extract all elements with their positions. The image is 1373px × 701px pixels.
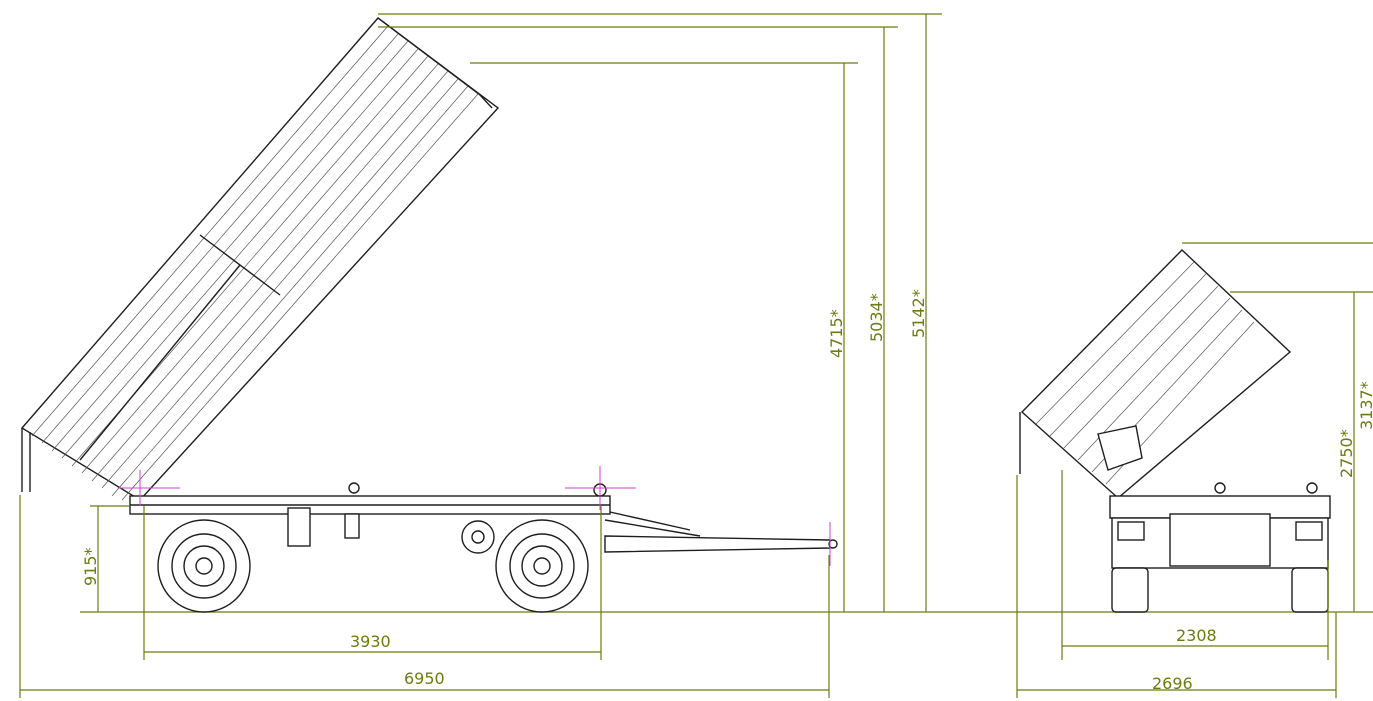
dim-rear-height-2: 3137* xyxy=(1357,381,1373,430)
rear-body-box xyxy=(1020,249,1292,499)
body-rib xyxy=(79,264,241,461)
front-wheel xyxy=(495,519,589,613)
right-tyre xyxy=(1291,567,1329,613)
rear-wheel xyxy=(157,519,251,613)
front-board xyxy=(377,17,493,109)
rear-chassis xyxy=(1109,482,1331,569)
hitch-knob xyxy=(348,482,360,494)
chassis xyxy=(129,482,611,554)
left-tyre xyxy=(1111,567,1149,613)
drawbar xyxy=(604,511,838,553)
drawbar-beam xyxy=(604,535,831,553)
rear-tyres xyxy=(1111,567,1329,613)
rear-tipped-body xyxy=(1019,249,1292,499)
dim-height-3: 5142* xyxy=(909,289,928,338)
spare-wheel xyxy=(461,520,495,554)
body-box xyxy=(20,17,500,501)
dim-rear-height: 915* xyxy=(81,547,100,586)
right-light xyxy=(1295,521,1323,541)
pivot-markers xyxy=(118,466,831,566)
valve-block xyxy=(287,507,311,547)
rear-view: 2308 2696 2750* 3137* xyxy=(1016,242,1373,698)
dim-wheelbase: 3930 xyxy=(350,632,391,651)
left-light xyxy=(1117,521,1145,541)
rear-dimensions: 2308 2696 2750* 3137* xyxy=(1016,242,1373,698)
dim-overall-length: 6950 xyxy=(404,669,445,688)
dim-track-width: 2308 xyxy=(1176,626,1217,645)
rear-mechanism xyxy=(1169,513,1271,567)
dim-overall-width: 2696 xyxy=(1152,674,1193,693)
dim-height-1: 4715* xyxy=(827,309,846,358)
rear-body-plate xyxy=(1097,425,1143,471)
dim-height-2: 5034* xyxy=(867,293,886,342)
towing-eye xyxy=(828,539,838,549)
tipped-body xyxy=(20,17,500,501)
side-view: 915* 3930 6950 4715* 5034* 5142* xyxy=(19,13,942,698)
dim-rear-height-1: 2750* xyxy=(1337,429,1356,478)
side-dimensions: 915* 3930 6950 4715* 5034* 5142* xyxy=(19,13,942,698)
